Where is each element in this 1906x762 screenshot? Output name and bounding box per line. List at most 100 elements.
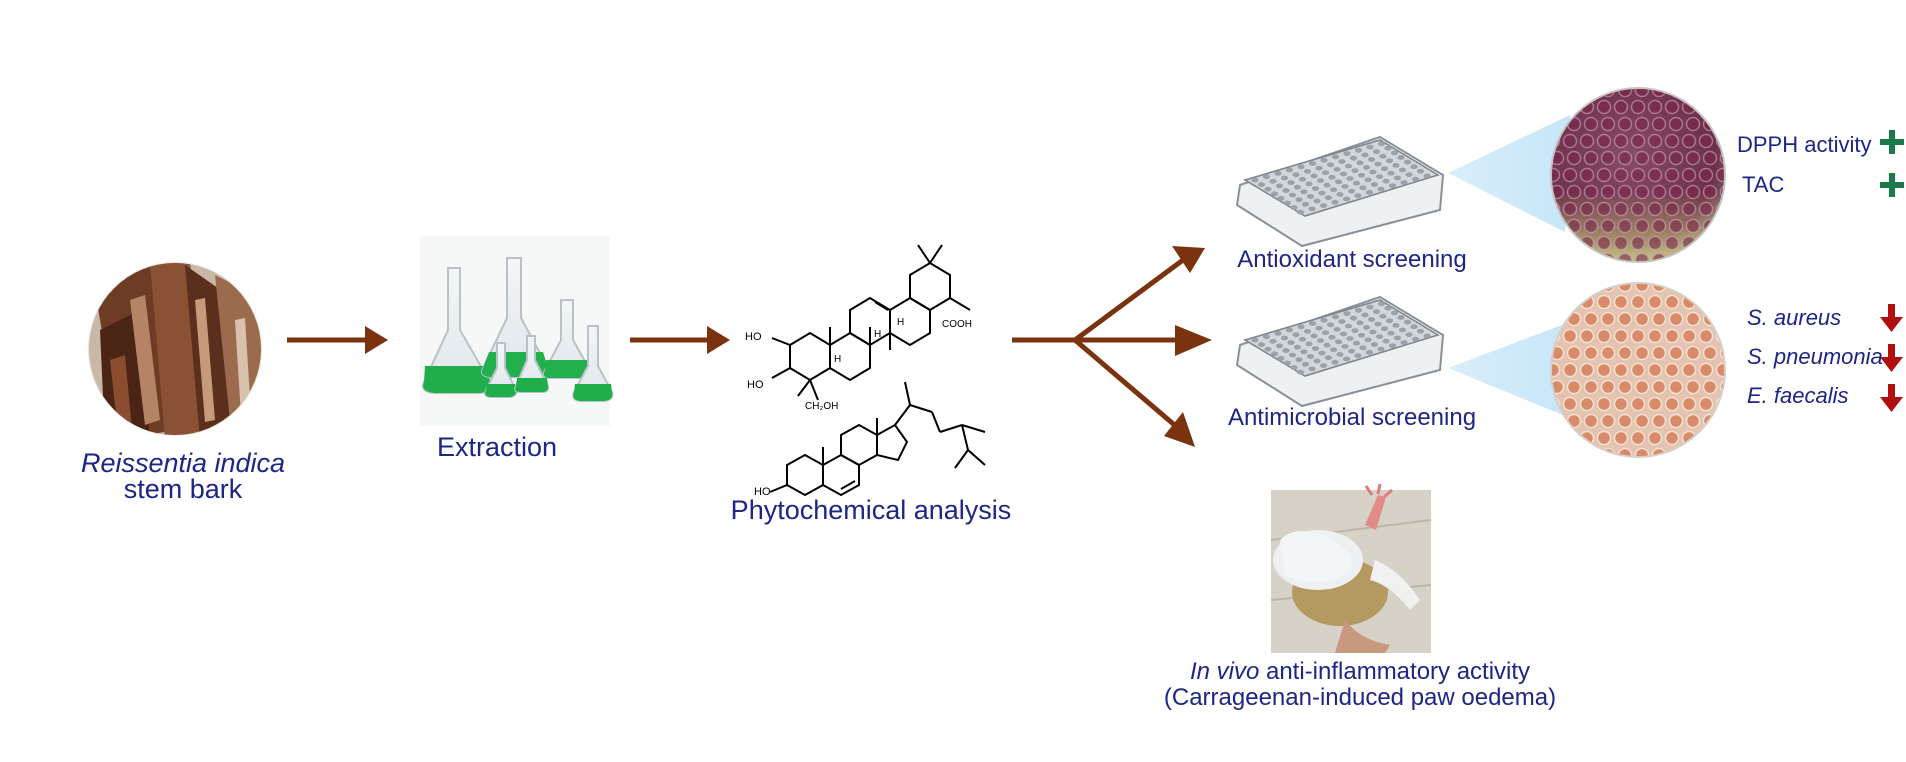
zoom-well — [1552, 284, 1565, 293]
zoom-well — [1681, 362, 1697, 378]
zoom-well — [1715, 430, 1724, 446]
zoom-well — [1613, 201, 1629, 217]
plate-well — [1351, 328, 1359, 334]
result-tac-label: TAC — [1742, 172, 1785, 197]
zoom-well — [1583, 413, 1599, 429]
plate-well — [1370, 342, 1379, 347]
zoom-well — [1613, 235, 1629, 251]
zoom-well — [1634, 447, 1650, 456]
zoom-well — [1579, 167, 1595, 183]
plate-well — [1336, 352, 1344, 357]
plate-well — [1362, 165, 1371, 170]
zoom-well — [1685, 116, 1701, 132]
zoom-well — [1647, 362, 1663, 378]
chem-h-label: H — [834, 354, 842, 365]
zoom-well — [1600, 345, 1616, 361]
plate-well — [1342, 196, 1351, 202]
zoom-well — [1651, 311, 1667, 327]
zoom-well — [1566, 284, 1582, 293]
zoom-well — [1583, 311, 1599, 327]
zoom-well — [1698, 133, 1714, 149]
zoom-well — [1719, 89, 1724, 98]
plate-well — [1334, 179, 1343, 185]
plate-well — [1305, 341, 1313, 347]
zoom-well — [1613, 167, 1629, 183]
plate-well — [1372, 309, 1381, 314]
plate-well — [1319, 203, 1328, 209]
zoom-well — [1583, 150, 1599, 166]
zoom-well — [1685, 218, 1701, 234]
plate-well — [1290, 365, 1298, 370]
zoom-well — [1715, 99, 1724, 115]
zoom-well — [1634, 116, 1650, 132]
plate-well — [1398, 167, 1407, 173]
zoom-well — [1719, 311, 1724, 327]
zoom-well — [1698, 396, 1714, 412]
plate-well — [1282, 188, 1290, 193]
plate-well — [1370, 182, 1379, 187]
zoom-well — [1668, 218, 1684, 234]
result-efaecalis-label: E. faecalis — [1747, 383, 1849, 408]
zoom-well — [1562, 328, 1578, 344]
zoom-well — [1583, 345, 1599, 361]
chem-h-label: H — [874, 329, 882, 340]
zoom-well — [1617, 184, 1633, 200]
zoom-well — [1685, 284, 1701, 293]
plate-well — [1257, 342, 1266, 347]
plate-well — [1320, 317, 1328, 323]
arrow-2-icon — [630, 326, 730, 354]
zoom-well — [1668, 184, 1684, 200]
plate-well — [1400, 180, 1408, 185]
plate-well — [1328, 174, 1336, 180]
plate-well — [1366, 144, 1374, 150]
plate-well — [1392, 163, 1400, 168]
result-dpph-label: DPPH activity — [1737, 132, 1872, 157]
plate-well — [1303, 329, 1312, 334]
rat-paw-photo — [1270, 483, 1432, 653]
zoom-well — [1698, 167, 1714, 183]
plate-well — [1382, 178, 1390, 184]
chem-cooh-label: COOH — [942, 319, 972, 330]
zoom-well — [1552, 413, 1565, 429]
plate-well — [1293, 344, 1302, 350]
plate-well — [1354, 193, 1362, 199]
zoom-well — [1562, 133, 1578, 149]
phytochemical-label: Phytochemical analysis — [730, 495, 1012, 525]
bark-image — [88, 262, 262, 436]
plate-well — [1344, 163, 1353, 169]
zoom-well — [1613, 99, 1629, 115]
zoom-well — [1647, 99, 1663, 115]
zoom-well — [1715, 235, 1724, 251]
plate-well — [1338, 319, 1346, 324]
plate-well — [1298, 176, 1307, 182]
plate-well — [1262, 174, 1271, 180]
plate-well — [1388, 343, 1397, 349]
zoom-well — [1702, 345, 1718, 361]
zoom-well — [1702, 284, 1718, 293]
zoom-well — [1634, 184, 1650, 200]
plate-well — [1269, 178, 1277, 184]
plate-well — [1275, 183, 1284, 189]
zoom-well — [1596, 235, 1612, 251]
plate-well — [1384, 145, 1392, 151]
zoom-well — [1552, 99, 1561, 115]
zoom-well — [1583, 218, 1599, 234]
zoom-well — [1617, 218, 1633, 234]
plate-well — [1354, 147, 1363, 153]
zoom-well — [1613, 396, 1629, 412]
zoom-well — [1685, 252, 1701, 261]
zoom-well — [1579, 396, 1595, 412]
plate-well — [1324, 355, 1333, 361]
plate-well — [1365, 190, 1374, 195]
plate-well — [1292, 172, 1300, 178]
plate-well — [1308, 161, 1317, 166]
zoom-well — [1651, 116, 1667, 132]
zoom-well — [1566, 150, 1582, 166]
plate-well — [1301, 361, 1310, 367]
zoom-well — [1552, 294, 1561, 310]
plate-well — [1336, 192, 1344, 197]
zoom-well — [1617, 345, 1633, 361]
plate-well — [1416, 168, 1425, 174]
down-arrow-icon — [1880, 344, 1903, 372]
zoom-well — [1681, 396, 1697, 412]
